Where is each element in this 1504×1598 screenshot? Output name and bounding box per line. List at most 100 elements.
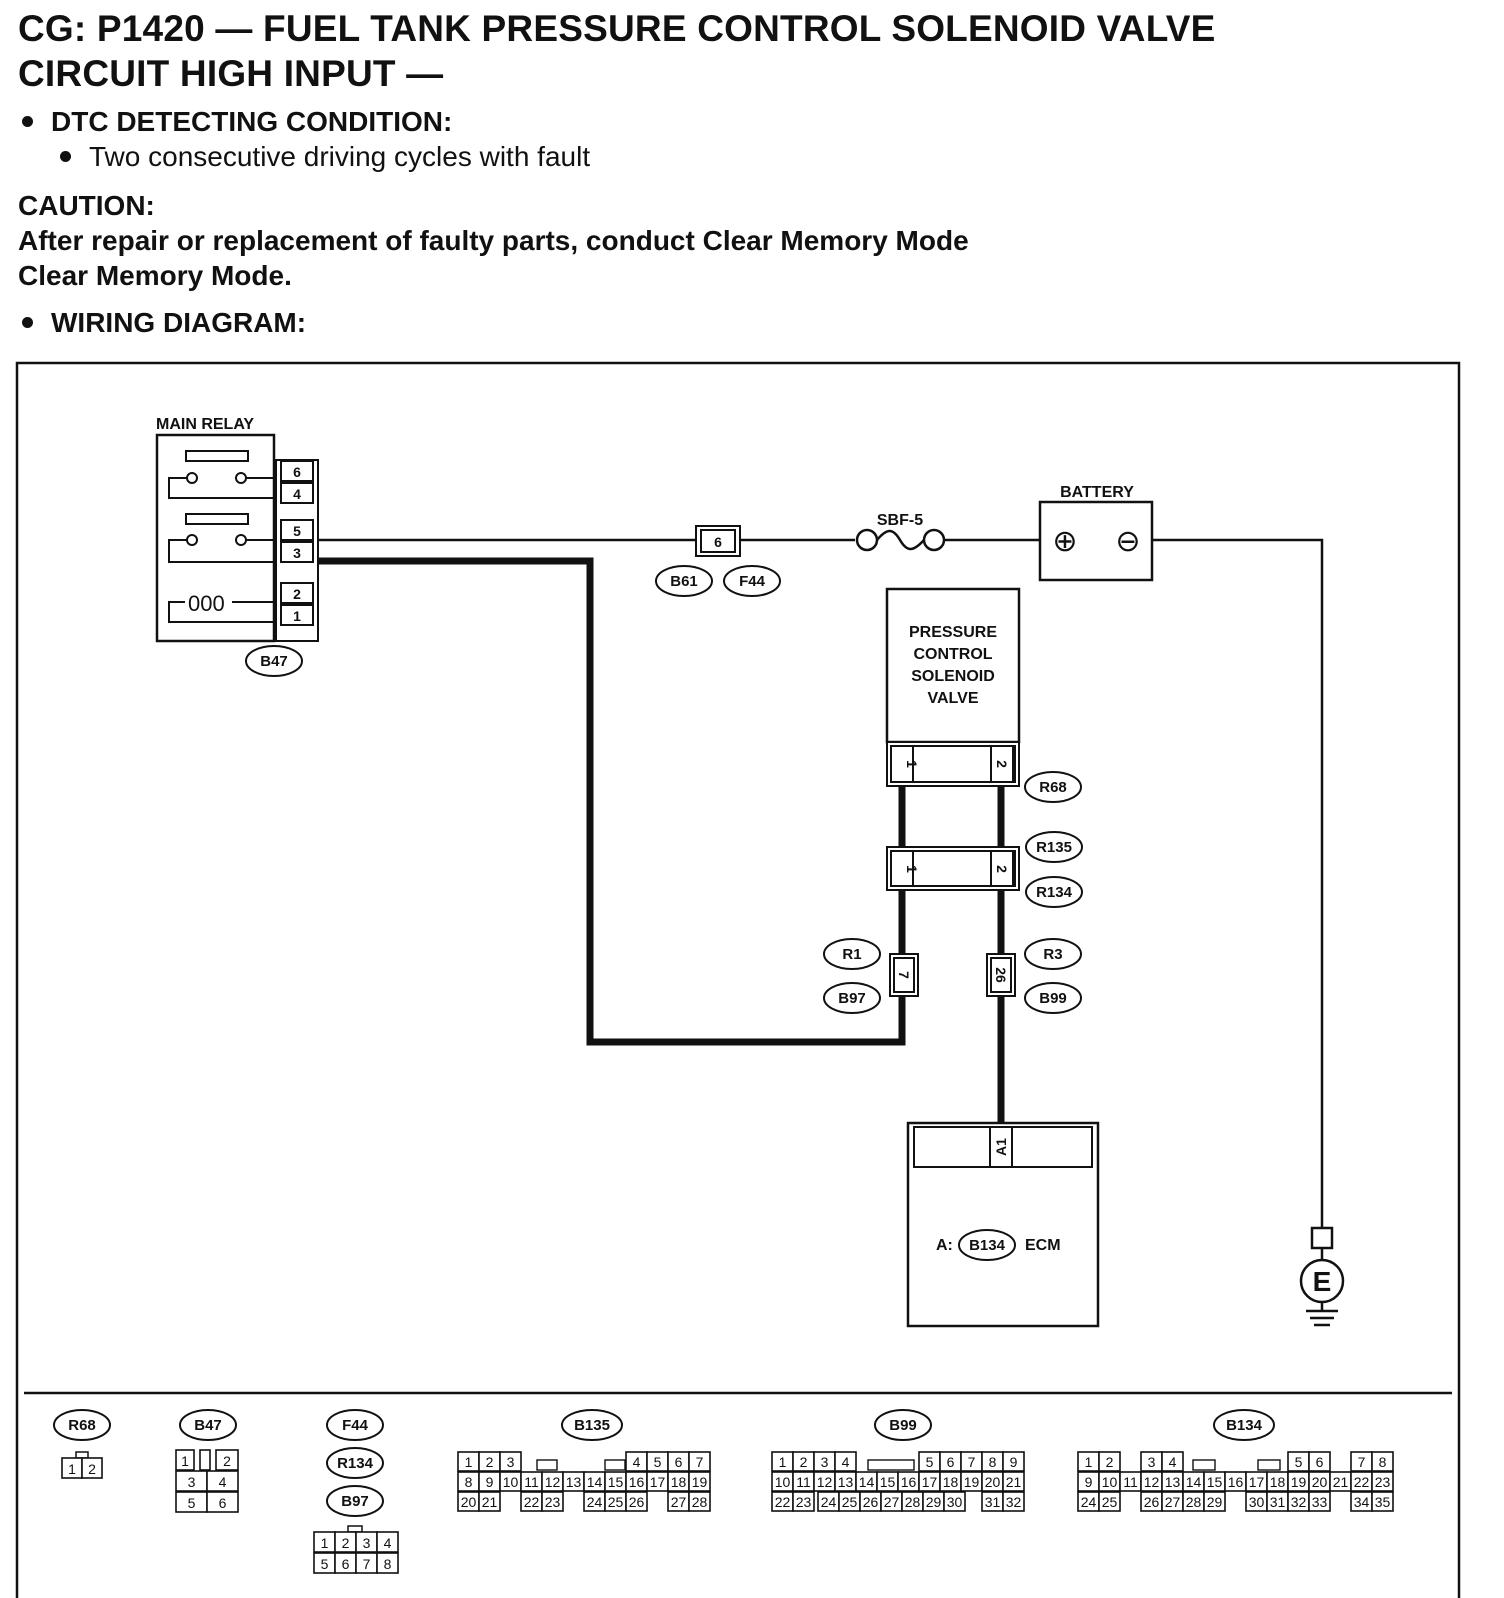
legend-pin: 14	[859, 1474, 875, 1490]
legend-pin: 8	[1379, 1454, 1387, 1470]
legend-pin: 9	[486, 1474, 494, 1490]
pin-cell	[376, 1552, 399, 1574]
legend-pin: 14	[1186, 1474, 1202, 1490]
terminal-r3-b99: 26 R3 B99	[986, 938, 1082, 1014]
pin-cell	[625, 1491, 648, 1512]
ground-symbol: E	[1299, 1226, 1345, 1327]
legend-r68-tag: R68	[68, 1417, 96, 1434]
pin-cell	[1098, 1491, 1121, 1512]
connector-b47-tag: B47	[260, 653, 288, 670]
bullet-icon	[22, 317, 33, 329]
main-relay-label: MAIN RELAY	[156, 416, 254, 433]
legend-b97-tag: B97	[341, 1493, 369, 1510]
legend-pin: 19	[692, 1474, 708, 1490]
legend-pin: 2	[223, 1453, 231, 1469]
pin-cell	[834, 1451, 857, 1472]
solenoid-label-1: PRESSURE	[909, 624, 997, 641]
legend-pin: 3	[507, 1454, 515, 1470]
diagram-frame	[15, 361, 1461, 1598]
legend-pin: 31	[985, 1494, 1001, 1510]
legend-pin: 1	[68, 1461, 76, 1477]
solenoid-label-2: CONTROL	[913, 646, 992, 663]
joint-pin-2: 2	[994, 865, 1010, 873]
dtc-condition-text: Two consecutive driving cycles with faul…	[89, 141, 591, 172]
solenoid-label-4: VALVE	[928, 690, 979, 707]
legend-pin: 3	[363, 1535, 371, 1551]
legend-pin: 29	[1207, 1494, 1223, 1510]
pin-cell	[943, 1491, 966, 1512]
legend-pin: 31	[1270, 1494, 1286, 1510]
legend-pin: 22	[775, 1494, 791, 1510]
pin-cell	[1371, 1491, 1394, 1512]
relay-pin-cell	[280, 482, 314, 504]
legend-pin: 23	[1375, 1474, 1391, 1490]
joint-pin-1: 1	[904, 865, 920, 873]
legend-pin: 20	[1312, 1474, 1328, 1490]
legend-pin: 1	[1085, 1454, 1093, 1470]
legend-b134-tag: B134	[1226, 1417, 1263, 1434]
legend-pin: 2	[486, 1454, 494, 1470]
legend-pin: 15	[880, 1474, 896, 1490]
connector-b61-tag: B61	[670, 573, 698, 590]
legend-pin: 2	[88, 1461, 96, 1477]
bullet-icon	[60, 151, 71, 163]
legend-pin: 19	[964, 1474, 980, 1490]
relay-pin-cell	[280, 541, 314, 563]
pin-cell	[206, 1470, 239, 1492]
legend-pin: 5	[1295, 1454, 1303, 1470]
legend-b135-tag: B135	[574, 1417, 610, 1434]
legend-b99-tag: B99	[889, 1417, 917, 1434]
legend-pin: 20	[985, 1474, 1001, 1490]
legend-pin: 28	[1186, 1494, 1202, 1510]
legend-pin: 27	[884, 1494, 900, 1510]
caution-heading: CAUTION:	[18, 190, 155, 221]
legend-pin: 4	[384, 1535, 392, 1551]
legend-pin: 4	[633, 1454, 641, 1470]
legend-pin: 18	[943, 1474, 959, 1490]
legend-pin: 18	[1270, 1474, 1286, 1490]
legend-pin: 14	[587, 1474, 603, 1490]
legend-pin: 10	[503, 1474, 519, 1490]
ecm-prefix: A:	[936, 1237, 953, 1254]
battery-minus-icon: ⊖	[1115, 525, 1140, 558]
solenoid-label-3: SOLENOID	[911, 668, 995, 685]
pin-cell	[1002, 1491, 1025, 1512]
legend-pin: 8	[465, 1474, 473, 1490]
legend-pin: 34	[1354, 1494, 1370, 1510]
pin-cell	[688, 1471, 711, 1492]
legend-pin: 12	[545, 1474, 561, 1490]
legend-pin: 2	[342, 1535, 350, 1551]
ecm-label: ECM	[1025, 1237, 1061, 1254]
legend-pin: 9	[1010, 1454, 1018, 1470]
legend-pin: 16	[629, 1474, 645, 1490]
legend-pin: 6	[219, 1495, 227, 1511]
legend-pin: 22	[524, 1494, 540, 1510]
fuse-connector: 6 B61 F44	[655, 525, 781, 597]
legend-pin: 16	[901, 1474, 917, 1490]
fuse-connector-pin: 6	[714, 534, 722, 550]
title-line-2: CIRCUIT HIGH INPUT —	[18, 53, 444, 94]
pin-cell	[1002, 1471, 1025, 1492]
ecm: A1 A: B134 ECM	[906, 1121, 1100, 1328]
title-line-1: CG: P1420 — FUEL TANK PRESSURE CONTROL S…	[18, 8, 1216, 49]
legend-pin: 21	[1006, 1474, 1022, 1490]
legend-pin: 11	[1123, 1474, 1138, 1490]
pin-cell	[1308, 1491, 1331, 1512]
relay-pin-1: 1	[293, 608, 301, 624]
legend-pin: 3	[188, 1474, 196, 1490]
pin-cell	[1002, 1451, 1025, 1472]
legend-pin: 33	[1312, 1494, 1328, 1510]
legend-pin: 8	[989, 1454, 997, 1470]
pin-cell	[499, 1451, 522, 1472]
legend-pin: 13	[566, 1474, 582, 1490]
legend-pin: 6	[342, 1556, 350, 1572]
legend-pin: 27	[671, 1494, 687, 1510]
solenoid-pin-1: 1	[904, 760, 920, 768]
legend-pin: 1	[779, 1454, 787, 1470]
legend-pin: 19	[1291, 1474, 1307, 1490]
dtc-heading: DTC DETECTING CONDITION:	[22, 105, 452, 139]
legend-pin: 29	[926, 1494, 942, 1510]
caution-line-2: Clear Memory Mode.	[18, 260, 292, 291]
legend-pin: 23	[545, 1494, 561, 1510]
